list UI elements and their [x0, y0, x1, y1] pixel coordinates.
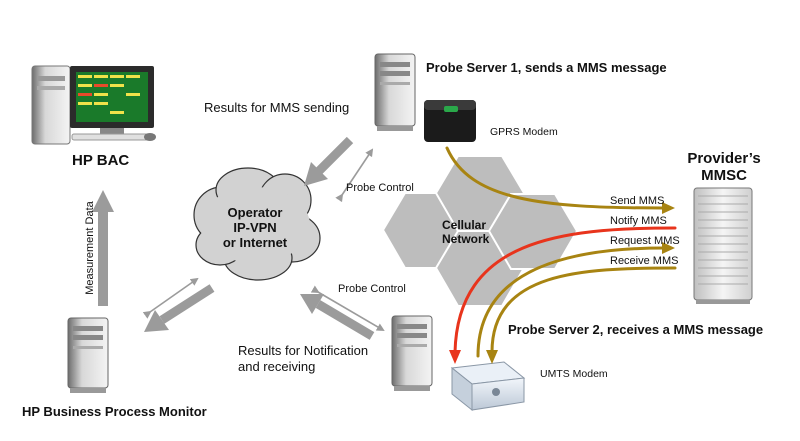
- mmsc-label-line2: MMSC: [701, 167, 747, 184]
- gprs-modem-label: GPRS Modem: [490, 126, 558, 138]
- cloud-label-line3: or Internet: [222, 235, 288, 250]
- mmsc-label-line1: Provider’s: [687, 150, 761, 167]
- cellular-network-hexes: [381, 155, 579, 307]
- hp-bac-computer-icon: [31, 65, 156, 145]
- cloud-label-line2: IP-VPN: [233, 220, 277, 235]
- flow-send-mms-label: Send MMS: [610, 195, 665, 207]
- results-notification-label: Results for Notification and receiving: [238, 343, 368, 375]
- flow-notify-mms-label: Notify MMS: [610, 215, 667, 227]
- measurement-data-label: Measurement Data: [84, 201, 96, 295]
- flow-receive-mms-label: Receive MMS: [610, 255, 679, 267]
- probe-server-2-label: Probe Server 2, receives a MMS message: [508, 322, 764, 337]
- umts-modem-label: UMTS Modem: [540, 368, 608, 380]
- mmsc-label: Provider’s MMSC: [676, 150, 772, 184]
- results-notification-line2: and receiving: [238, 359, 316, 374]
- probe-server-1-icon: [374, 53, 416, 131]
- thin-gray-arrows: [142, 148, 385, 332]
- hp-bpm-server-icon: [67, 317, 109, 393]
- mmsc-server-icon: [693, 187, 753, 304]
- gprs-modem-icon: [424, 100, 476, 142]
- cellular-label-line1: Cellular: [442, 218, 487, 232]
- probe-server-2-icon: [391, 315, 433, 391]
- probe-control-bottom-label: Probe Control: [338, 283, 406, 295]
- results-mms-sending-label: Results for MMS sending: [204, 100, 350, 115]
- flow-request-mms-label: Request MMS: [610, 235, 680, 247]
- probe-server-1-label: Probe Server 1, sends a MMS message: [426, 60, 667, 75]
- cellular-network-label: Cellular Network: [442, 218, 489, 246]
- umts-modem-icon: [450, 361, 526, 412]
- probe-control-top-label: Probe Control: [346, 182, 414, 194]
- cloud-label: Operator IP-VPN or Internet: [215, 205, 295, 250]
- results-notification-line1: Results for Notification: [238, 343, 369, 358]
- hp-bac-label: HP BAC: [72, 152, 130, 169]
- cloud-label-line1: Operator: [227, 205, 283, 220]
- cellular-label-line2: Network: [442, 232, 490, 246]
- hp-bpm-label: HP Business Process Monitor: [22, 404, 207, 419]
- mms-flow-lines: [445, 146, 677, 364]
